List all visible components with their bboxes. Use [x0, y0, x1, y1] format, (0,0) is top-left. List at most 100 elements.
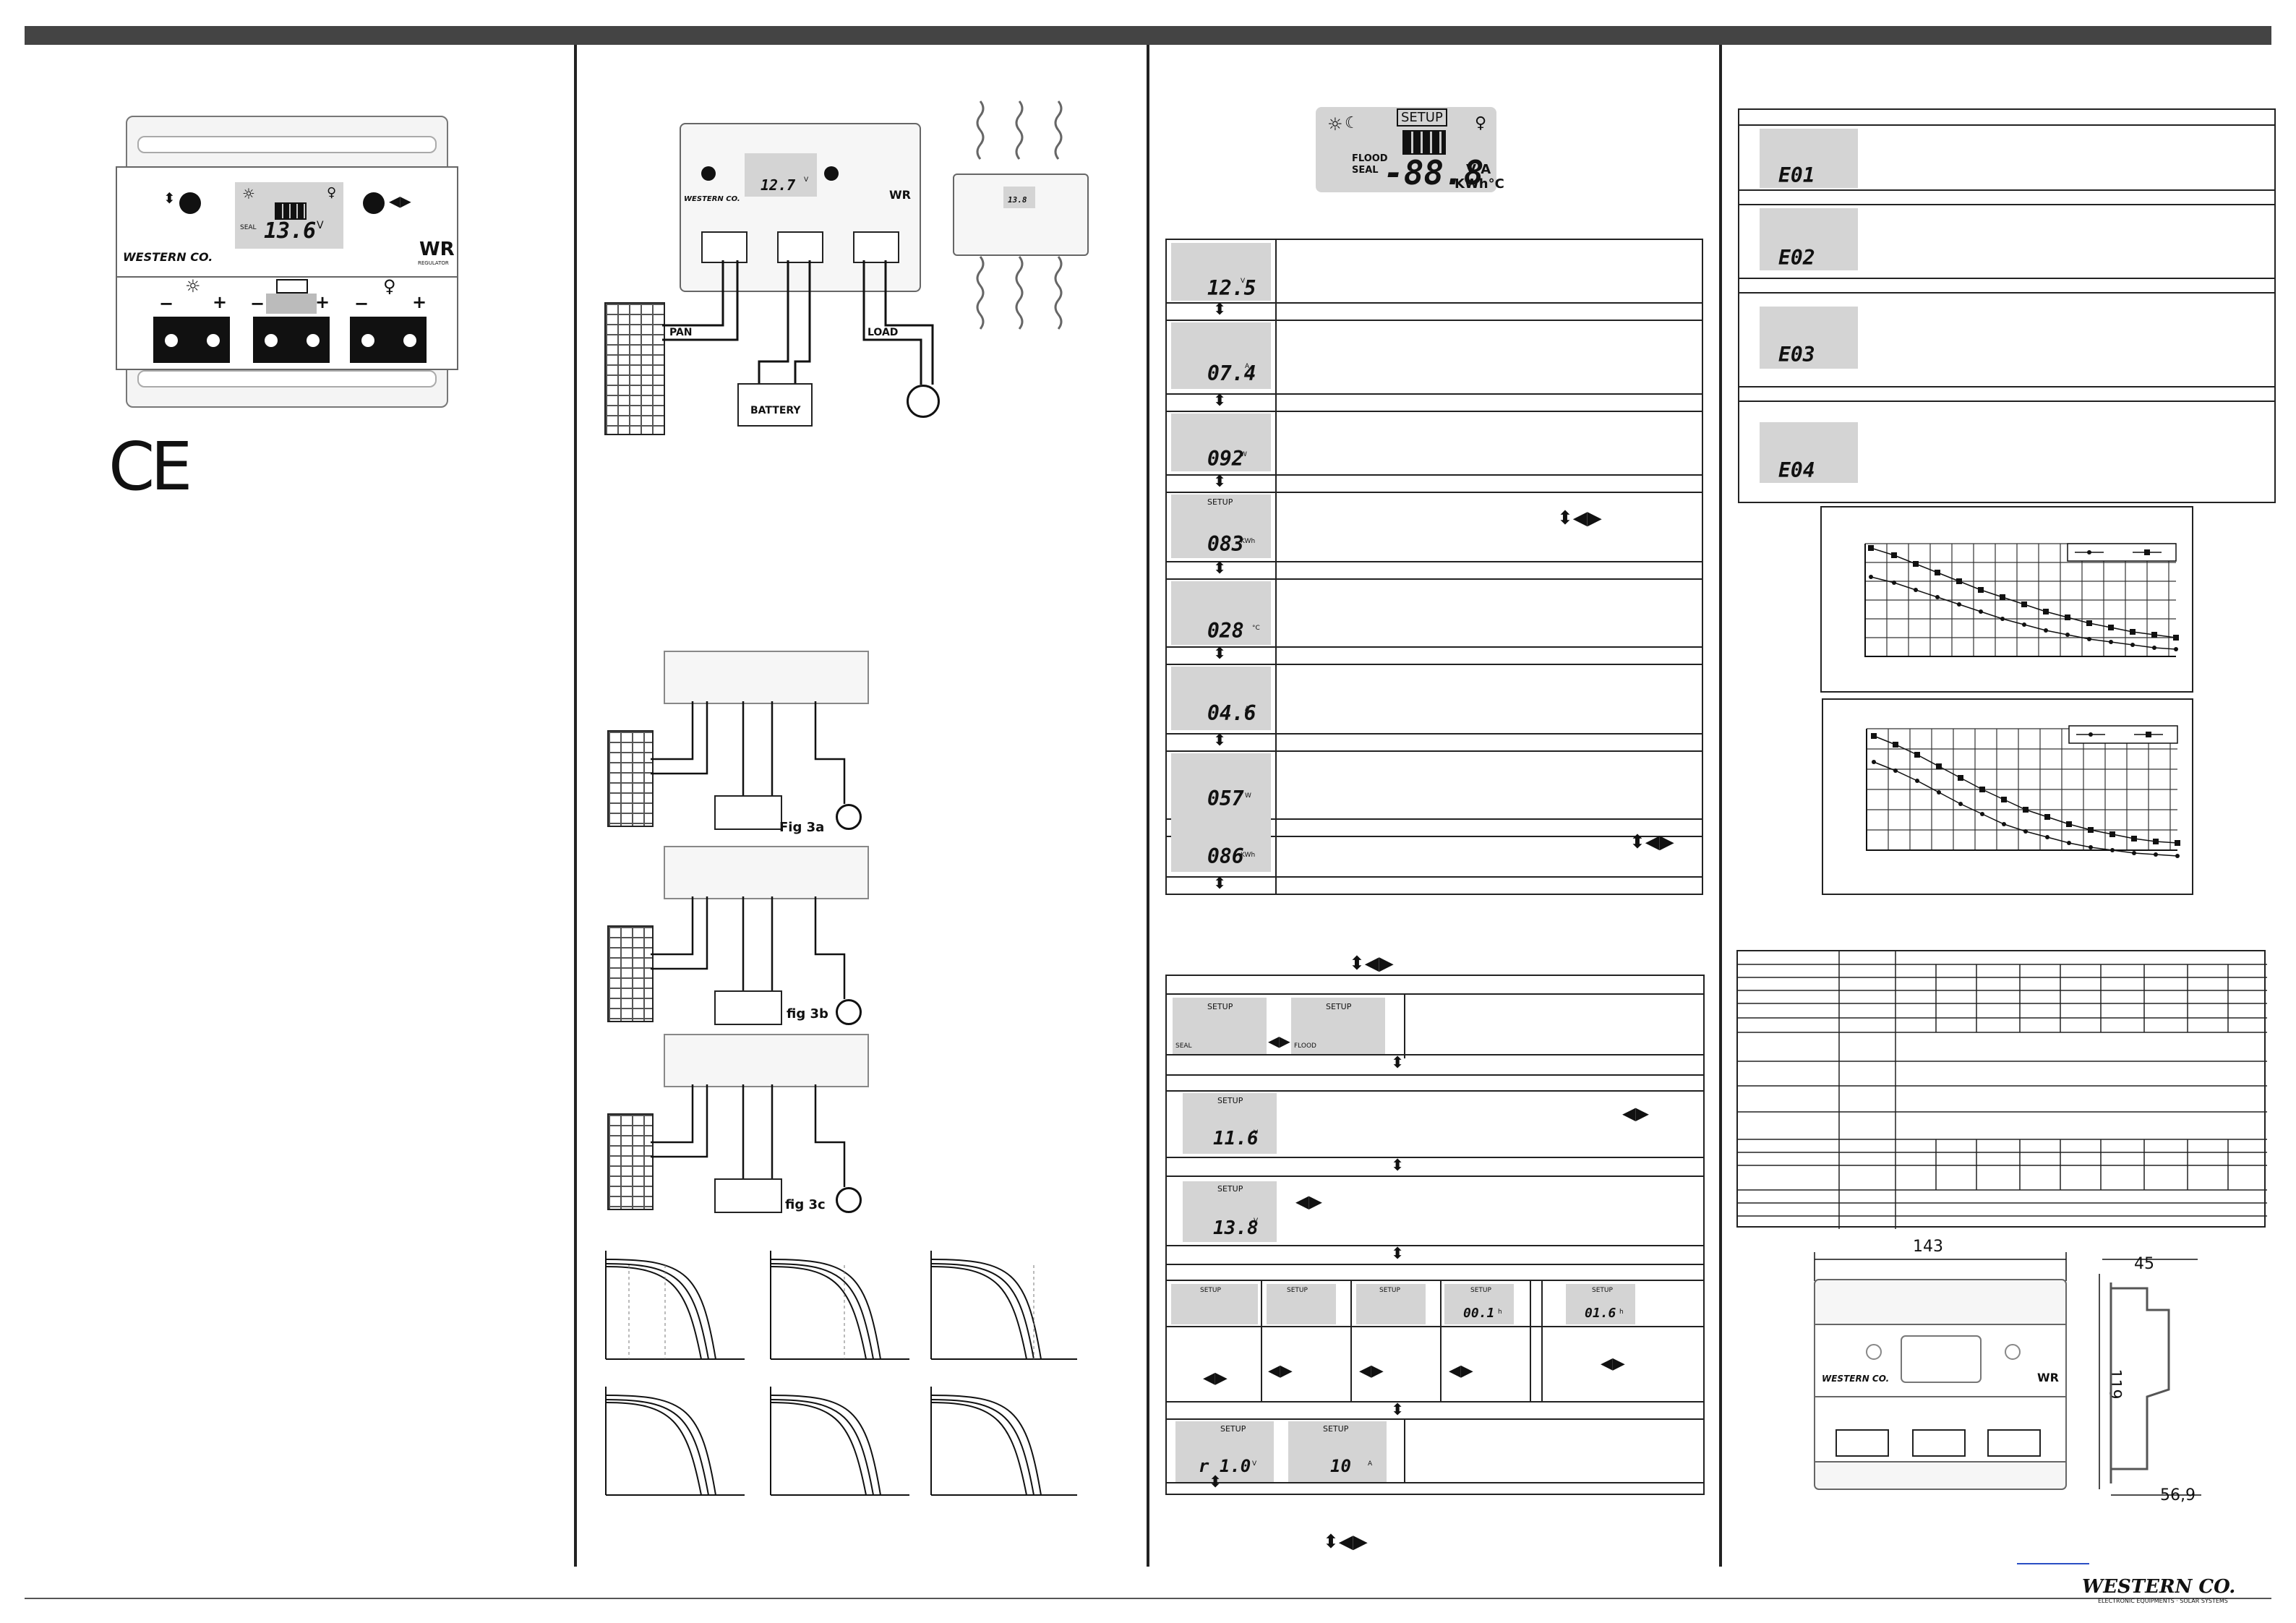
legend-sun-icon: ☼	[1327, 114, 1343, 134]
setup-timer-1	[1444, 1284, 1514, 1324]
column-divider-3	[1719, 45, 1722, 1567]
dim-width: 143	[1913, 1238, 1943, 1256]
footer-tagline: ELECTRONIC EQUIPMENTS · SOLAR SYSTEMS	[2098, 1598, 2228, 1604]
exit-icon: ⬍◀▶	[1323, 1531, 1368, 1553]
nav-arrow-4: ⬍	[1213, 645, 1227, 663]
nav-arrow-3: ⬍	[1213, 560, 1227, 578]
bulb-icon: ♀	[327, 185, 337, 200]
press-both-icon-2: ⬍◀▶	[1629, 831, 1674, 853]
device-display-value: 13.6	[264, 218, 317, 244]
wiring-panel-terminal	[701, 231, 748, 263]
fig-3c: fig 3c	[606, 1034, 881, 1222]
battery-outline-icon	[276, 279, 308, 294]
error-table: E01 E02 E03 E04	[1738, 108, 2276, 503]
mode-toggle-icon: ◀▶	[1268, 1032, 1290, 1050]
error-screen-3	[1760, 307, 1858, 369]
battery-terminal	[253, 317, 330, 363]
legend-units-top: V A	[1466, 162, 1491, 177]
setup-arrow-5: ⬍	[1209, 1473, 1222, 1491]
setup-arrow-4: ⬍	[1391, 1401, 1405, 1419]
screen-2	[1171, 414, 1271, 471]
top-bar	[25, 26, 2271, 45]
press-both-icon: ⬍◀▶	[1557, 508, 1602, 529]
dim-depth: 45	[2134, 1255, 2154, 1273]
battery-icon	[275, 202, 307, 220]
high-toggle-icon: ◀▶	[1295, 1191, 1322, 1212]
setup-low-voltage	[1183, 1093, 1277, 1154]
screen-6	[1171, 753, 1271, 817]
legend-setup: SETUP	[1397, 108, 1447, 127]
legend-flood: FLOOD	[1352, 153, 1388, 164]
brand-logo: WESTERN CO.	[123, 250, 213, 264]
load-bulb-icon: ♀	[383, 276, 396, 296]
load-label: LOAD	[868, 327, 899, 338]
screens-table: 12.5 V ⬍ 07.4 A ⬍ 092 W ⬍ SETUP 083 KWh …	[1165, 239, 1703, 895]
setup-high-voltage	[1183, 1181, 1277, 1242]
setup-reset	[1175, 1421, 1274, 1482]
sun-icon: ☼	[242, 185, 255, 202]
device-seal-label: SEAL	[240, 224, 257, 231]
device-front-illustration: 13.6 V SEAL ☼ ♀ ⬍ ◀▶ WESTERN CO. WR REGU…	[116, 116, 458, 408]
column-divider-1	[574, 45, 577, 1567]
up-down-button[interactable]	[179, 192, 201, 214]
panel-sun-icon: ☼	[185, 276, 201, 296]
nav-arrow-1: ⬍	[1213, 392, 1227, 410]
wiring-display-value: 12.7	[761, 176, 796, 194]
screen-5	[1171, 667, 1271, 730]
setup-timer-2	[1566, 1284, 1635, 1324]
low-toggle-icon: ◀▶	[1622, 1103, 1649, 1123]
setup-night-2	[1267, 1284, 1336, 1324]
column-divider-2	[1147, 45, 1149, 1567]
left-right-arrow-icon: ◀▶	[389, 192, 411, 210]
footer-brand-logo: WESTERN CO.	[2082, 1576, 2236, 1598]
pan-label: PAN	[669, 327, 693, 338]
up-down-arrow-icon: ⬍	[163, 189, 176, 207]
nav-arrow-2: ⬍	[1213, 473, 1227, 491]
setup-mode-seal	[1173, 998, 1267, 1055]
screen-7	[1171, 817, 1271, 872]
battery-box	[737, 383, 813, 427]
solar-panel	[604, 302, 665, 435]
screen-3	[1171, 494, 1271, 558]
screen-1	[1171, 322, 1271, 389]
fig-3b: fig 3b	[606, 846, 881, 1034]
battery-label: BATTERY	[750, 405, 801, 416]
screen-0	[1171, 243, 1271, 301]
model-label: WR	[419, 239, 455, 260]
lamp-icon	[907, 385, 940, 418]
setup-current	[1288, 1421, 1387, 1482]
error-screen-4	[1760, 422, 1858, 483]
setup-night-1	[1171, 1284, 1258, 1324]
legend-battery-icon	[1402, 130, 1446, 155]
setup-night-3	[1356, 1284, 1426, 1324]
nav-arrow-0: ⬍	[1213, 301, 1227, 319]
legend-units-bottom: KWh°C	[1455, 176, 1504, 192]
wiring-ventilation-diagram: 13.8	[953, 100, 1090, 340]
legend-bulb-icon: ♀	[1475, 114, 1487, 132]
legend-seal: SEAL	[1352, 165, 1379, 176]
load-terminal	[350, 317, 427, 363]
setup-arrow-3: ⬍	[1391, 1245, 1405, 1263]
error-screen-2	[1760, 208, 1858, 270]
setup-arrow-2: ⬍	[1391, 1157, 1405, 1175]
graph-1	[1820, 506, 2193, 693]
setup-table: SETUP SEAL ◀▶ SETUP FLOOD ⬍ SETUP 11.6 V…	[1165, 975, 1705, 1495]
setup-mode-flood	[1291, 998, 1385, 1055]
footer-link-underline	[2017, 1563, 2089, 1564]
panel-terminal	[153, 317, 230, 363]
wiring-display-unit: V	[804, 176, 809, 184]
wiring-diagram-main: 12.7 V WESTERN CO. WR BATTERY PAN LOAD	[600, 116, 961, 435]
small-display-value: 13.8	[1008, 195, 1027, 205]
legend-moon-icon: ☾	[1345, 114, 1359, 132]
nav-arrow-5: ⬍	[1213, 732, 1227, 750]
bottom-rule	[25, 1598, 2271, 1599]
spec-table	[1736, 950, 2267, 1229]
left-right-button[interactable]	[363, 192, 385, 214]
fig-3a: Fig 3a	[606, 651, 881, 839]
legend-digits: -88.8	[1384, 153, 1484, 192]
lcd-legend: SETUP FLOOD SEAL -88.8 V A KWh°C ☼ ☾ ♀	[1294, 98, 1504, 207]
iv-curves	[605, 1251, 1077, 1496]
error-screen-1	[1760, 129, 1858, 188]
device-display-unit: V	[317, 220, 324, 231]
graph-2	[1822, 698, 2193, 895]
